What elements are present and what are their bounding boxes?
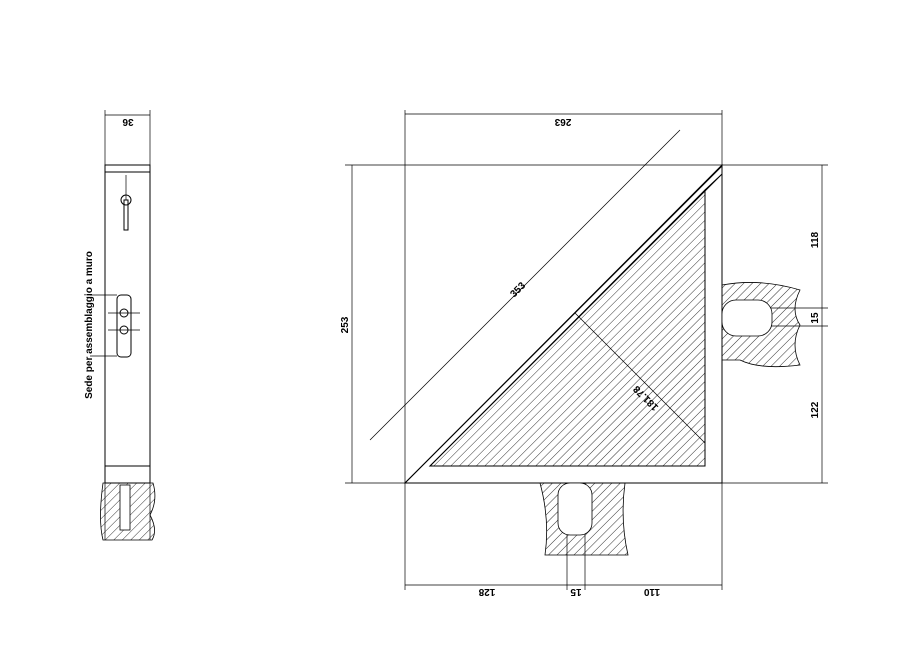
right-dim-lower: 122 — [810, 401, 821, 418]
bottom-dim-middle: 15 — [570, 586, 582, 597]
right-dim-middle: 15 — [810, 312, 821, 324]
bottom-dim-right: 110 — [643, 586, 660, 597]
side-view: 36 Sede per assemblaggio a muro — [84, 110, 156, 541]
right-dim-upper: 118 — [810, 231, 821, 248]
wall-mount-note: Sede per assemblaggio a muro — [84, 251, 95, 399]
diagonal-dim: 353 — [508, 280, 528, 300]
top-width-dim: 263 — [554, 116, 571, 127]
left-height-dim: 253 — [340, 316, 351, 333]
bottom-dim-left: 128 — [478, 586, 495, 597]
side-width-dim: 36 — [122, 116, 134, 127]
front-view: 263 253 353 181.78 118 15 122 128 15 110 — [340, 110, 828, 597]
